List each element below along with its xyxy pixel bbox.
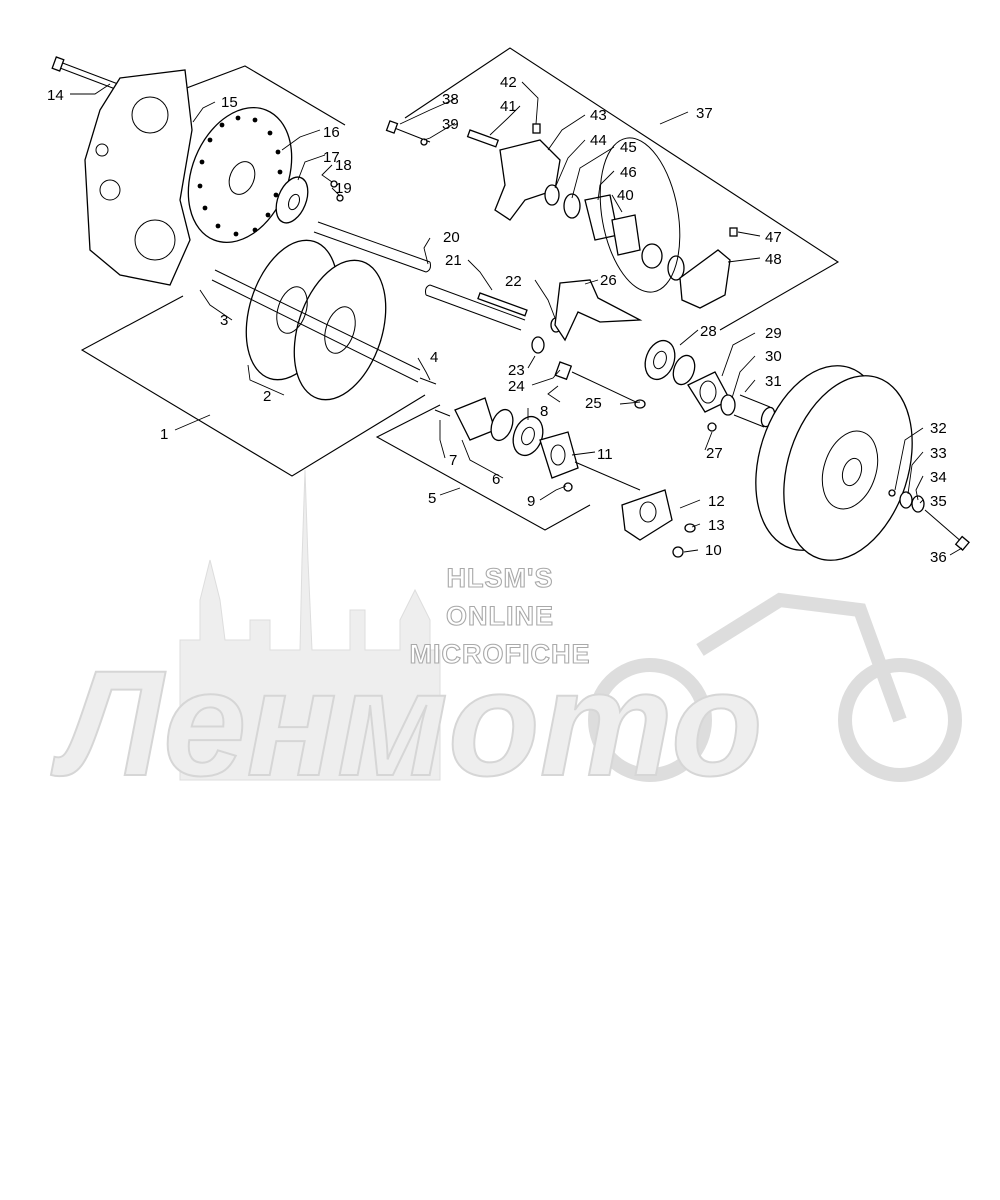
part-screw-42 — [532, 123, 541, 134]
callout-34: 34 — [930, 469, 947, 486]
callout-10: 10 — [705, 542, 722, 559]
leader-lines — [70, 81, 963, 556]
callout-2: 2 — [263, 388, 271, 405]
callout-36: 36 — [930, 549, 947, 566]
callout-4: 4 — [430, 349, 438, 366]
bracket-group-37b — [404, 47, 840, 331]
callout-11: 11 — [597, 446, 613, 463]
callout-13: 13 — [708, 517, 725, 534]
callout-41: 41 — [500, 98, 517, 115]
part-key-21 — [477, 292, 528, 317]
callout-20: 20 — [443, 229, 460, 246]
part-screw-4 — [419, 377, 437, 385]
callout-17: 17 — [323, 149, 340, 166]
callout-18: 18 — [335, 157, 352, 174]
callout-6: 6 — [492, 471, 500, 488]
part-bearing-28 — [644, 339, 696, 386]
callout-31: 31 — [765, 373, 782, 390]
part-drive-sprockets-2 — [211, 239, 421, 401]
part-bolt-14 — [51, 56, 119, 91]
group-brackets — [80, 47, 840, 531]
part-pin-41 — [466, 129, 500, 148]
callout-14: 14 — [47, 87, 64, 104]
callout-21: 21 — [445, 252, 462, 269]
part-screw-27 — [707, 422, 717, 432]
watermark-brand: Ленмото — [50, 639, 763, 807]
part-piston-44 — [544, 184, 560, 206]
part-ring — [667, 255, 685, 281]
callout-30: 30 — [765, 348, 782, 365]
part-piston-45 — [563, 193, 581, 219]
callout-32: 32 — [930, 420, 947, 437]
callout-40: 40 — [617, 187, 634, 204]
part-caliper-housing — [599, 137, 681, 293]
callout-48: 48 — [765, 251, 782, 268]
callout-15: 15 — [221, 94, 238, 111]
watermark-motorcycle — [588, 592, 962, 782]
part-washer-19 — [336, 194, 344, 202]
watermark-line-1: HLSM'S — [447, 563, 554, 593]
part-shaft-20 — [313, 221, 526, 331]
part-chaincase — [84, 69, 193, 286]
callout-22: 22 — [505, 273, 522, 290]
part-nut-18 — [330, 180, 338, 188]
watermark: Ленмото HLSM'S ONLINE MICROFICHE — [49, 469, 962, 808]
part-caliper-43 — [494, 139, 561, 221]
bracket-group-5 — [375, 404, 591, 531]
watermark-line-3: MICROFICHE — [410, 639, 591, 669]
part-cover-48 — [679, 249, 731, 309]
part-bearing-6-8 — [454, 397, 579, 479]
watermark-skyline — [179, 469, 441, 781]
callout-26: 26 — [600, 272, 617, 289]
bracket-group-1 — [80, 295, 426, 477]
part-seal-45b — [641, 243, 663, 269]
callout-labels: 1 2 3 4 5 6 7 8 9 10 11 12 13 14 15 16 1… — [47, 74, 947, 566]
callout-7: 7 — [449, 452, 457, 469]
callout-42: 42 — [500, 74, 517, 91]
callout-19: 19 — [335, 180, 352, 197]
callout-33: 33 — [930, 445, 947, 462]
callout-25: 25 — [585, 395, 602, 412]
watermark-line-2: ONLINE — [446, 601, 554, 631]
part-bolt-38 — [385, 120, 431, 146]
parts-artwork — [51, 56, 970, 561]
part-washer-23 — [531, 336, 545, 354]
callout-43: 43 — [590, 107, 607, 124]
callout-29: 29 — [765, 325, 782, 342]
part-brake-disc-15 — [187, 107, 293, 243]
part-brake-pad-40 — [611, 214, 641, 256]
callout-12: 12 — [708, 493, 725, 510]
callout-45: 45 — [620, 139, 637, 156]
callout-44: 44 — [590, 132, 607, 149]
callout-24: 24 — [508, 378, 525, 395]
callout-1: 1 — [160, 426, 168, 443]
part-idler-wheel — [755, 365, 913, 561]
callout-23: 23 — [508, 362, 525, 379]
callout-8: 8 — [540, 403, 548, 420]
callout-39: 39 — [442, 116, 459, 133]
part-washer-30 — [720, 394, 736, 416]
callout-3: 3 — [220, 312, 228, 329]
part-bracket-26 — [554, 279, 643, 342]
callout-46: 46 — [620, 164, 637, 181]
part-cover-12 — [574, 461, 673, 541]
callout-9: 9 — [527, 493, 535, 510]
callout-16: 16 — [323, 124, 340, 141]
part-hub-fasteners — [888, 489, 970, 551]
callout-27: 27 — [706, 445, 723, 462]
callout-35: 35 — [930, 493, 947, 510]
callout-47: 47 — [765, 229, 782, 246]
callout-38: 38 — [442, 91, 459, 108]
part-sensor-24 — [554, 361, 646, 409]
callout-37: 37 — [696, 105, 713, 122]
callout-28: 28 — [700, 323, 717, 340]
part-screw-47 — [729, 227, 738, 237]
part-fasteners-small — [434, 409, 696, 558]
part-hub-16 — [275, 176, 309, 224]
callout-5: 5 — [428, 490, 436, 507]
